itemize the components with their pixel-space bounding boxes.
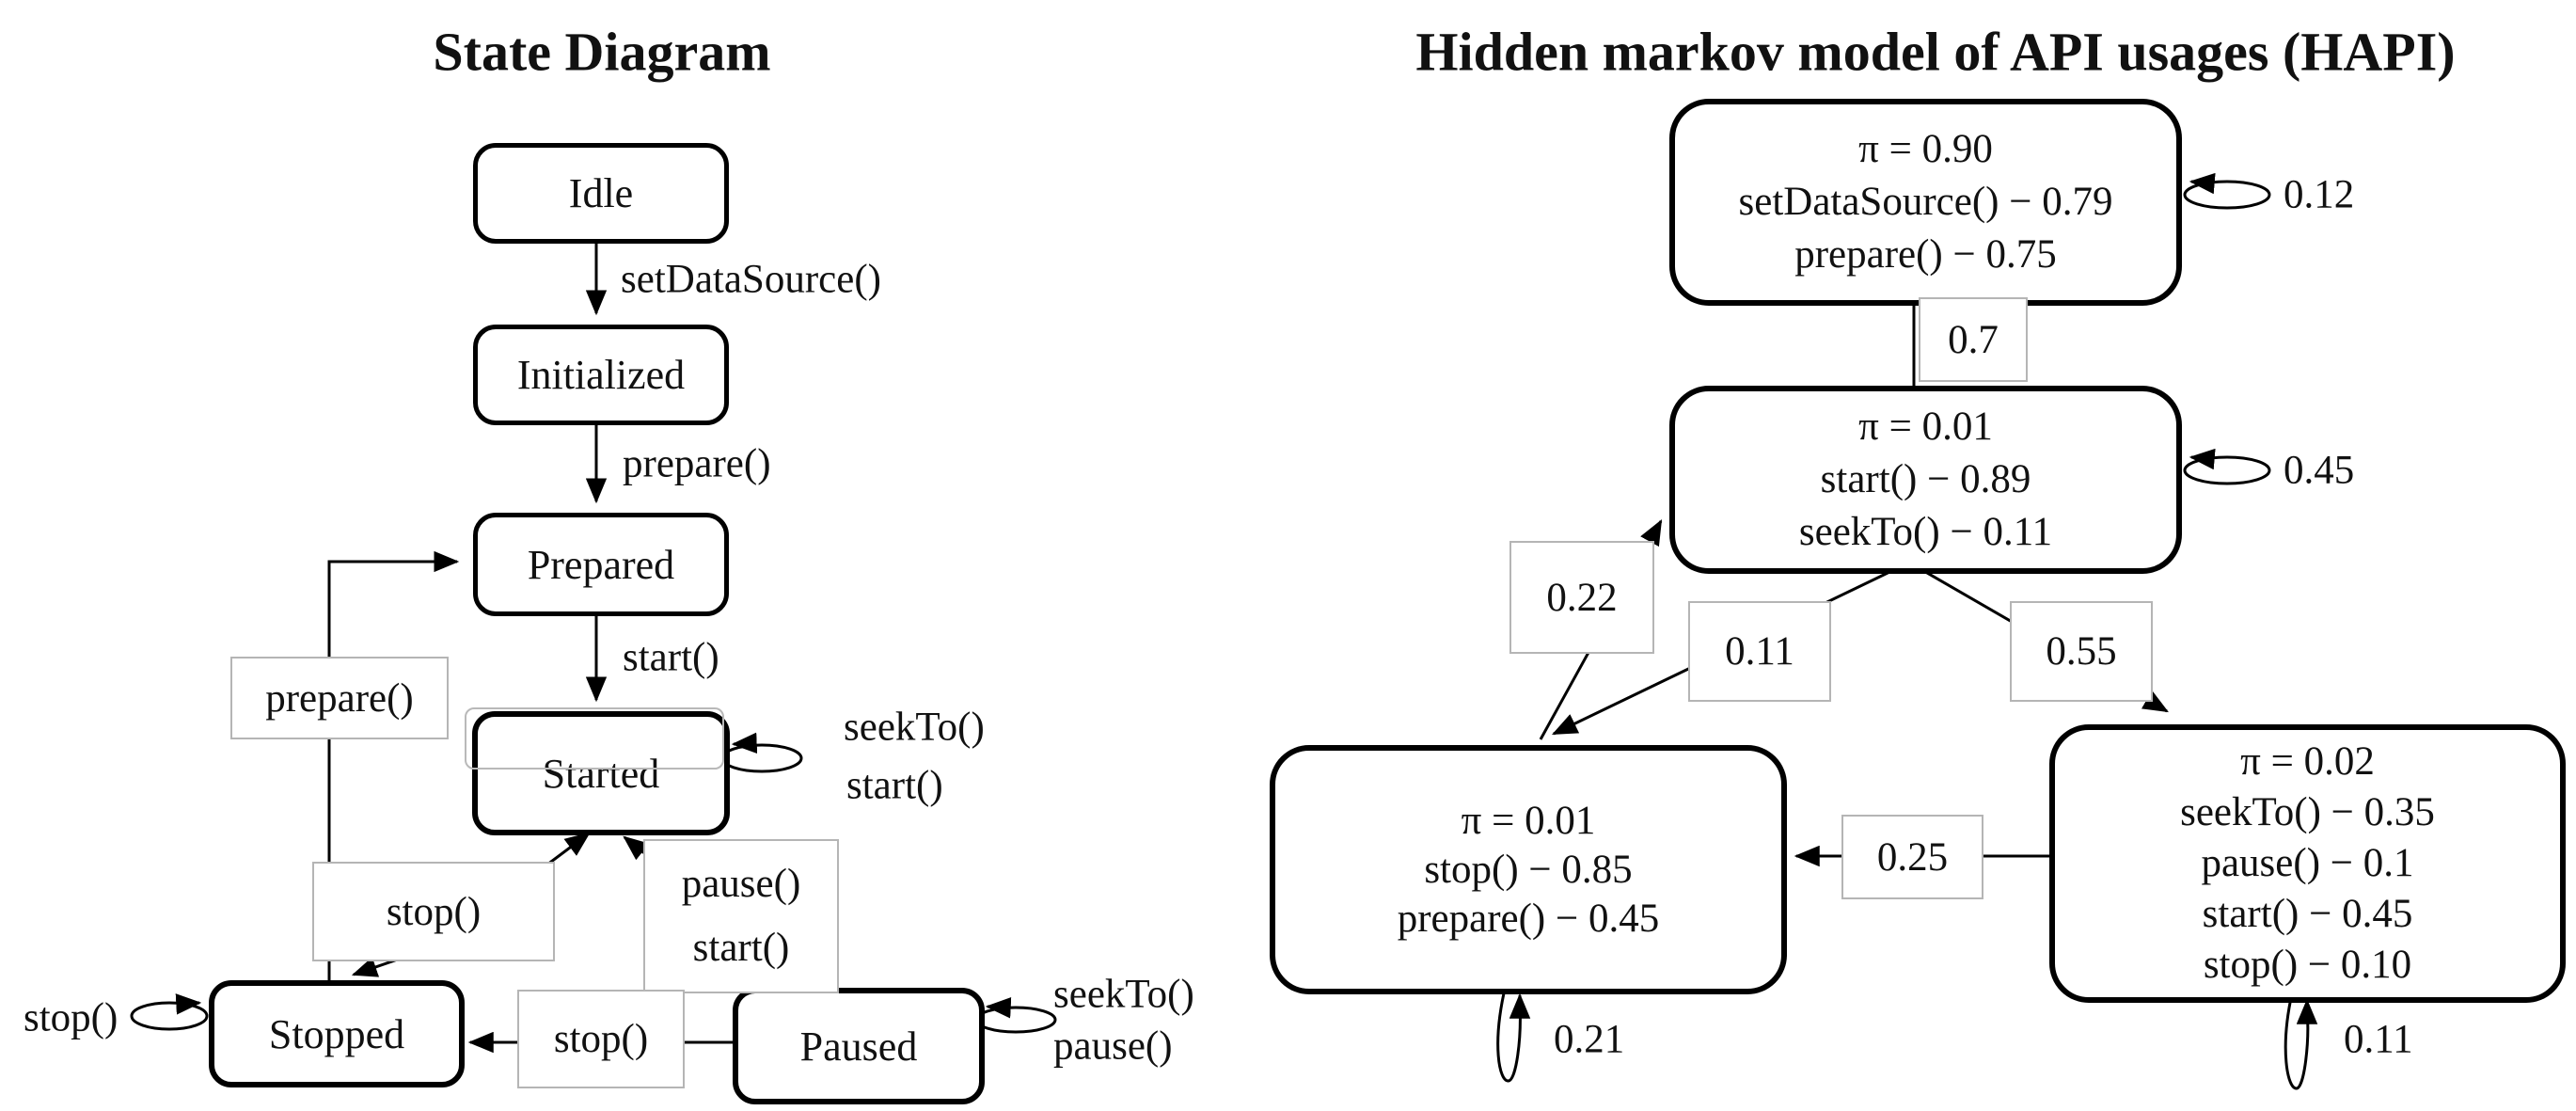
stopped-self-loop <box>130 1001 209 1031</box>
edge-labelbox-prepare-back: prepare() <box>230 657 449 739</box>
edge-labelbox-stop-diagonal-text: stop() <box>386 889 482 934</box>
hmm-bottomright-self-loop <box>2284 992 2310 1090</box>
edge-labelbox-start-text: start() <box>692 926 790 970</box>
hmm-node-middle: π = 0.01 start() − 0.89 seekTo() − 0.11 <box>1669 386 2182 574</box>
stopped-self-loop-arrow <box>175 993 202 1015</box>
hmm-node-bottom-left-line-prepare: prepare() − 0.45 <box>1397 896 1660 941</box>
edge-labelbox-0-25: 0.25 <box>1841 815 1983 899</box>
hmm-node-top-line-setdatasource: setDataSource() − 0.79 <box>1738 180 2113 224</box>
edge-label-setdatasource: setDataSource() <box>621 257 881 302</box>
hmm-node-bottom-right-line-pause: pause() − 0.1 <box>2201 841 2414 885</box>
edge-labelbox-0-55: 0.55 <box>2010 601 2153 702</box>
edge-stopped-to-prepared <box>327 550 460 980</box>
hmm-node-middle-line-pi: π = 0.01 <box>1858 405 1993 449</box>
hmm-node-middle-line-start: start() − 0.89 <box>1820 457 2031 501</box>
paused-self-loop <box>974 1006 1057 1034</box>
hmm-node-bottom-left: π = 0.01 stop() − 0.85 prepare() − 0.45 <box>1270 745 1787 994</box>
state-node-paused-label: Paused <box>799 1023 918 1070</box>
paused-self-loop-arrow <box>985 996 1012 1019</box>
hmm-node-top-line-prepare: prepare() − 0.75 <box>1794 232 2057 277</box>
hmm-middle-self-loop <box>2183 455 2271 485</box>
started-ghost-box <box>465 707 724 770</box>
left-diagram-title: State Diagram <box>433 21 771 83</box>
edge-label-stopped-self: stop() <box>24 995 119 1040</box>
edge-labelbox-stop-diагonal: stop() <box>312 862 555 961</box>
hmm-node-top-line-pi: π = 0.90 <box>1858 127 1993 171</box>
hmm-node-bottom-right-line-start: start() − 0.45 <box>2202 892 2413 936</box>
hmm-middle-self-loop-arrow <box>2189 448 2216 470</box>
state-node-stopped-label: Stopped <box>268 1010 405 1057</box>
edge-label-self-bottom-right: 0.11 <box>2344 1017 2413 1062</box>
edge-label-prepare-down: prepare() <box>623 441 771 486</box>
edge-labelbox-0-7: 0.7 <box>1919 297 2028 382</box>
hmm-node-top: π = 0.90 setDataSource() − 0.79 prepare(… <box>1669 99 2182 306</box>
edge-label-start-down: start() <box>623 635 719 680</box>
edge-labelbox-stop-bottom: stop() <box>517 990 685 1088</box>
edge-label-self-bottom-left: 0.21 <box>1554 1017 1625 1062</box>
state-node-initialized-label: Initialized <box>516 352 686 398</box>
state-node-prepared-label: Prepared <box>527 541 675 588</box>
hmm-node-bottom-right-line-pi: π = 0.02 <box>2240 739 2375 784</box>
edge-label-self-top: 0.12 <box>2284 172 2355 217</box>
state-node-idle-label: Idle <box>568 170 634 216</box>
edge-labelbox-0-25-text: 0.25 <box>1876 834 1949 880</box>
hmm-node-middle-line-seekto: seekTo() − 0.11 <box>1798 510 2053 554</box>
started-self-loop <box>720 743 803 773</box>
edge-labelbox-pause-text: pause() <box>681 862 801 906</box>
state-node-paused: Paused <box>733 988 985 1104</box>
hmm-node-bottom-right: π = 0.02 seekTo() − 0.35 pause() − 0.1 s… <box>2049 724 2566 1003</box>
state-node-started-label: Started <box>542 750 660 797</box>
edge-labelbox-0-22: 0.22 <box>1509 541 1654 654</box>
edge-labelbox-stop-bottom-text: stop() <box>553 1017 649 1061</box>
state-node-started: Started <box>472 711 730 835</box>
edge-labelbox-0-11: 0.11 <box>1688 601 1831 702</box>
state-node-idle: Idle <box>473 143 729 244</box>
hmm-top-self-loop <box>2183 180 2271 210</box>
hmm-node-bottom-left-line-pi: π = 0.01 <box>1461 798 1596 843</box>
right-diagram-title: Hidden markov model of API usages (HAPI) <box>1415 21 2456 83</box>
edge-label-started-self-1: seekTo() <box>844 705 985 750</box>
state-node-initialized: Initialized <box>473 325 729 425</box>
hmm-node-bottom-left-line-stop: stop() − 0.85 <box>1424 847 1633 892</box>
edge-label-paused-self-1: seekTo() <box>1053 972 1194 1017</box>
state-node-stopped: Stopped <box>209 980 465 1087</box>
hmm-node-bottom-right-line-seekto: seekTo() − 0.35 <box>2180 790 2435 834</box>
edge-labelbox-0-55-text: 0.55 <box>2046 629 2117 674</box>
edge-label-paused-self-2: pause() <box>1053 1024 1173 1069</box>
hmm-node-bottom-right-line-stop: stop() − 0.10 <box>2203 943 2412 987</box>
hmm-bottomleft-self-loop <box>1496 984 1522 1083</box>
state-node-prepared: Prepared <box>473 513 729 616</box>
edge-labelbox-0-22-text: 0.22 <box>1546 575 1618 620</box>
started-self-loop-arrow <box>731 732 758 754</box>
hmm-top-self-loop-arrow <box>2189 172 2216 195</box>
edge-label-self-middle: 0.45 <box>2284 448 2355 493</box>
edge-labelbox-0-7-text: 0.7 <box>1948 317 1999 362</box>
edge-labelbox-pause-start: pause() start() <box>643 839 839 993</box>
edge-label-started-self-2: start() <box>846 763 943 808</box>
edge-labelbox-0-11-text: 0.11 <box>1725 629 1794 674</box>
edge-labelbox-prepare-back-text: prepare() <box>265 675 414 721</box>
